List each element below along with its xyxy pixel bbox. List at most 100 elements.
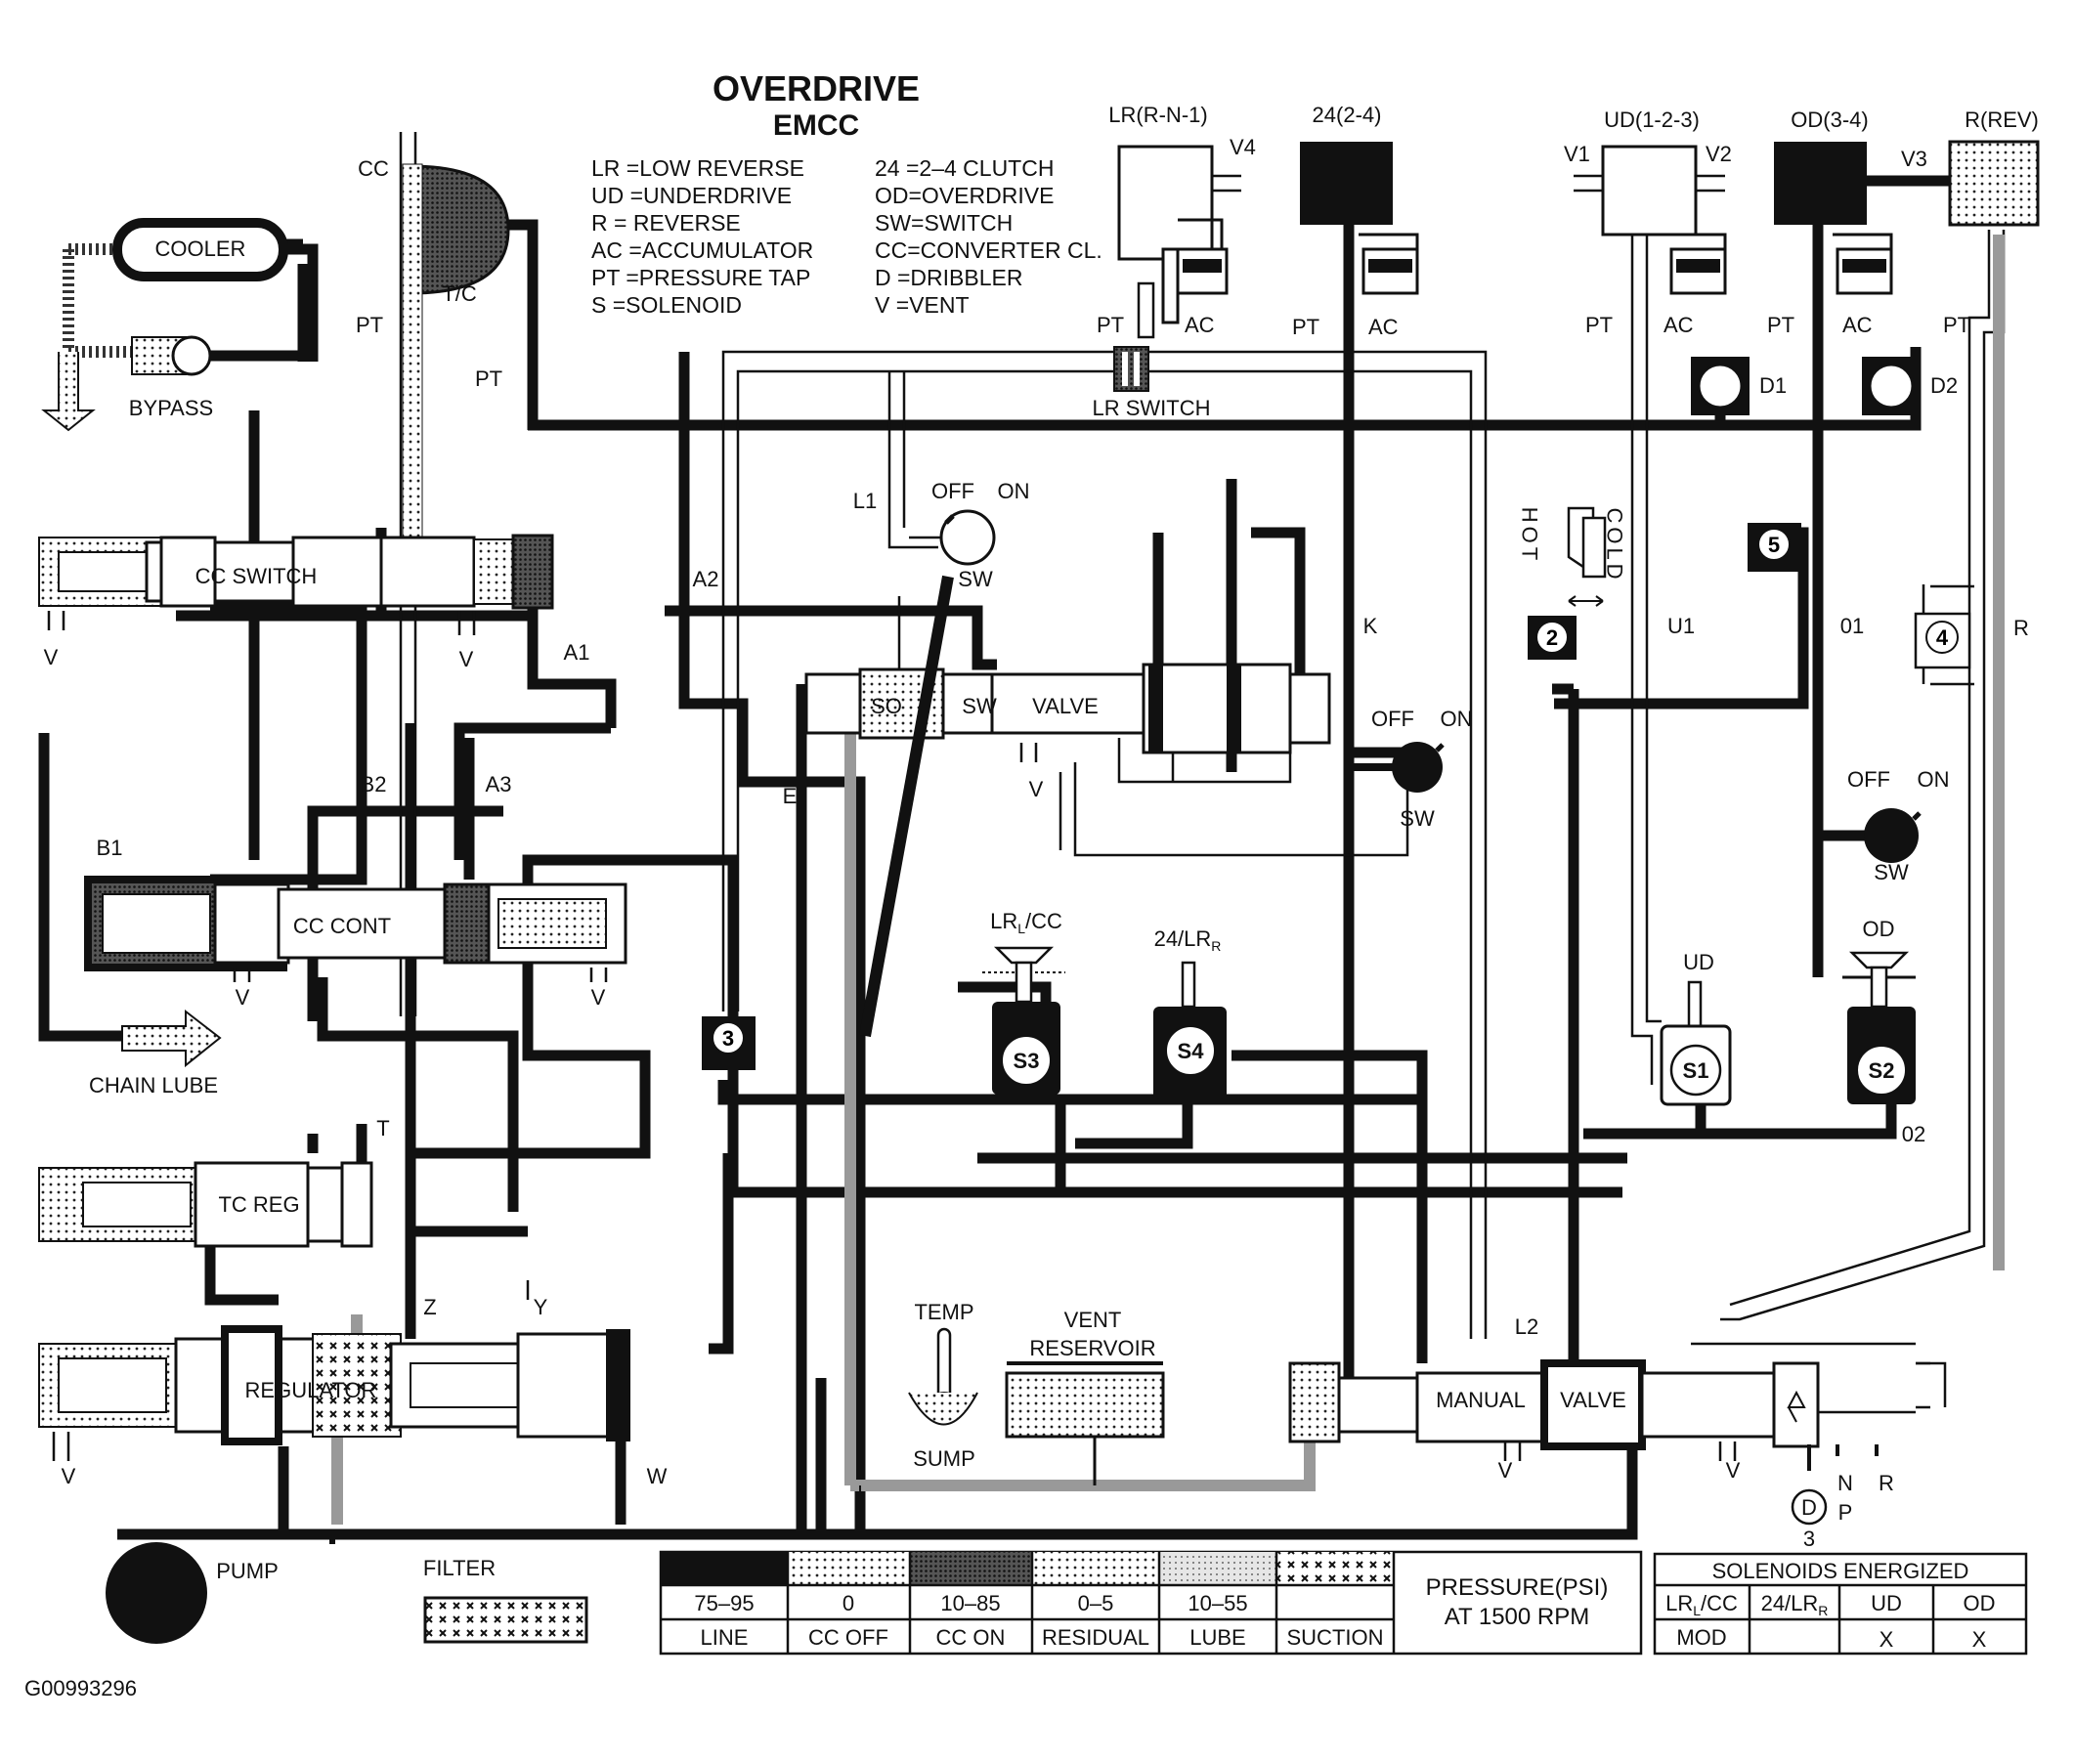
l1-pressure-switch bbox=[909, 509, 996, 566]
reverse-clutch bbox=[1948, 140, 2040, 227]
label-v1: V1 bbox=[1564, 142, 1590, 166]
label-o1: 01 bbox=[1840, 614, 1864, 638]
ac-ud: AC bbox=[1664, 313, 1694, 337]
abbr-cc: CC=CONVERTER CL. bbox=[875, 237, 1102, 263]
swatch-residual bbox=[1032, 1552, 1159, 1585]
label-a1: A1 bbox=[564, 640, 590, 665]
vent-reservoir-label-2: RESERVOIR bbox=[1029, 1336, 1155, 1360]
range-line: 75–95 bbox=[694, 1591, 754, 1615]
label-y: Y bbox=[534, 1295, 548, 1319]
name-cc-off: CC OFF bbox=[808, 1625, 888, 1650]
cooler-label: COOLER bbox=[155, 237, 246, 261]
s24-sol-label: 24/LRR bbox=[1154, 926, 1222, 954]
manual-valve-label: VALVE bbox=[1560, 1388, 1626, 1412]
ud-clutch bbox=[1574, 145, 1727, 295]
gear-r: R bbox=[1879, 1471, 1894, 1495]
label-v2: V2 bbox=[1706, 142, 1732, 166]
abbr-24: 24 =2–4 CLUTCH bbox=[875, 155, 1054, 181]
range-residual: 0–5 bbox=[1078, 1591, 1114, 1615]
svg-text:HOT: HOT bbox=[1518, 507, 1542, 564]
sol-ud-value: X bbox=[1880, 1627, 1894, 1652]
k-on: ON bbox=[1441, 707, 1473, 731]
check-ball-4 bbox=[1914, 612, 1971, 669]
ball-2-label: 2 bbox=[1546, 625, 1558, 650]
k-pressure-switch bbox=[1351, 742, 1445, 793]
sol-row-label: MOD bbox=[1676, 1625, 1726, 1650]
so-label: SO bbox=[871, 694, 902, 718]
pressure-title-1: PRESSURE(PSI) bbox=[1426, 1574, 1609, 1601]
k-sw: SW bbox=[1400, 806, 1435, 831]
abbr-s: S =SOLENOID bbox=[591, 292, 742, 318]
abbr-v: V =VENT bbox=[875, 292, 970, 318]
range-cc-on: 10–85 bbox=[940, 1591, 1000, 1615]
ac-24: AC bbox=[1368, 315, 1399, 339]
thin-passages bbox=[399, 132, 2006, 1414]
label-v3: V3 bbox=[1901, 147, 1927, 171]
bypass-ball bbox=[171, 335, 212, 376]
vent-regulator: V bbox=[62, 1464, 76, 1488]
label-b1: B1 bbox=[97, 836, 123, 860]
label-e: E bbox=[783, 784, 798, 808]
ud-clutch-label: UD(1-2-3) bbox=[1604, 108, 1700, 132]
cc-cont-label: CC CONT bbox=[293, 914, 391, 938]
filter bbox=[423, 1596, 588, 1644]
range-cc-off: 0 bbox=[843, 1591, 854, 1615]
vent-manual-2: V bbox=[1726, 1458, 1741, 1483]
ac-lr: AC bbox=[1185, 313, 1215, 337]
label-t: T bbox=[376, 1116, 389, 1140]
ball-5-label: 5 bbox=[1768, 533, 1780, 557]
label-l1: L1 bbox=[853, 489, 877, 513]
swatch-cc-on bbox=[910, 1552, 1032, 1585]
pt-cc: PT bbox=[356, 313, 383, 337]
sol-header-ud: UD bbox=[1871, 1591, 1902, 1615]
check-ball-2 bbox=[1528, 616, 1577, 660]
abbr-ud: UD =UNDERDRIVE bbox=[591, 183, 792, 208]
vent-sw-valve: V bbox=[1029, 777, 1044, 801]
ac-od: AC bbox=[1842, 313, 1873, 337]
pump bbox=[106, 1542, 207, 1644]
label-a3: A3 bbox=[486, 772, 512, 796]
s1-label: S1 bbox=[1683, 1058, 1709, 1083]
tc-label: T/C bbox=[442, 281, 477, 306]
range-lube: 10–55 bbox=[1188, 1591, 1247, 1615]
abbr-lr: LR =LOW REVERSE bbox=[591, 155, 804, 181]
vent-cc-switch-2: V bbox=[459, 647, 474, 671]
cc-cont-valve bbox=[84, 876, 627, 971]
abbr-ac: AC =ACCUMULATOR bbox=[591, 237, 813, 263]
label-b2: B2 bbox=[361, 772, 387, 796]
swatch-lube bbox=[1159, 1552, 1276, 1585]
solenoid-s4 bbox=[1153, 961, 1227, 1099]
solenoid-s1 bbox=[1660, 980, 1732, 1106]
rev-clutch-label: R(REV) bbox=[1965, 108, 2039, 132]
lr-cc-sol-label: LRL/CC bbox=[990, 909, 1062, 936]
manual-label: MANUAL bbox=[1436, 1388, 1526, 1412]
pump-assembly bbox=[106, 1529, 588, 1644]
label-r: R bbox=[2013, 616, 2029, 640]
dribbler-d1 bbox=[1691, 357, 1750, 415]
temp-label: TEMP bbox=[914, 1300, 973, 1324]
cc-switch-valve bbox=[38, 534, 554, 610]
ball-3-label: 3 bbox=[722, 1026, 734, 1051]
label-k: K bbox=[1363, 614, 1378, 638]
lr-switch bbox=[1113, 346, 1149, 392]
cold-label: COLD bbox=[1603, 507, 1627, 582]
label-v4: V4 bbox=[1230, 135, 1256, 159]
solenoid-switch-valve bbox=[804, 663, 1331, 784]
name-suction: SUCTION bbox=[1287, 1625, 1384, 1650]
pt-24: PT bbox=[1292, 315, 1319, 339]
sump-label: SUMP bbox=[913, 1446, 975, 1471]
swatch-line bbox=[661, 1552, 788, 1585]
label-o2: 02 bbox=[1902, 1122, 1925, 1146]
pressure-legend: 75–95 0 10–85 0–5 10–55 LINE CC OFF CC O… bbox=[659, 1550, 1643, 1656]
name-lube: LUBE bbox=[1189, 1625, 1245, 1650]
chain-lube-label: CHAIN LUBE bbox=[89, 1073, 218, 1097]
thermal-valve bbox=[1567, 506, 1607, 607]
vent-manual: V bbox=[1498, 1458, 1513, 1483]
label-u1: U1 bbox=[1667, 614, 1695, 638]
check-ball-5 bbox=[1748, 523, 1801, 572]
vent-marks bbox=[47, 611, 1930, 1461]
c24-clutch bbox=[1300, 142, 1419, 295]
sol-table-title: SOLENOIDS ENERGIZED bbox=[1712, 1559, 1969, 1583]
vent-reservoir-label-1: VENT bbox=[1064, 1308, 1122, 1332]
gear-3: 3 bbox=[1803, 1527, 1815, 1551]
